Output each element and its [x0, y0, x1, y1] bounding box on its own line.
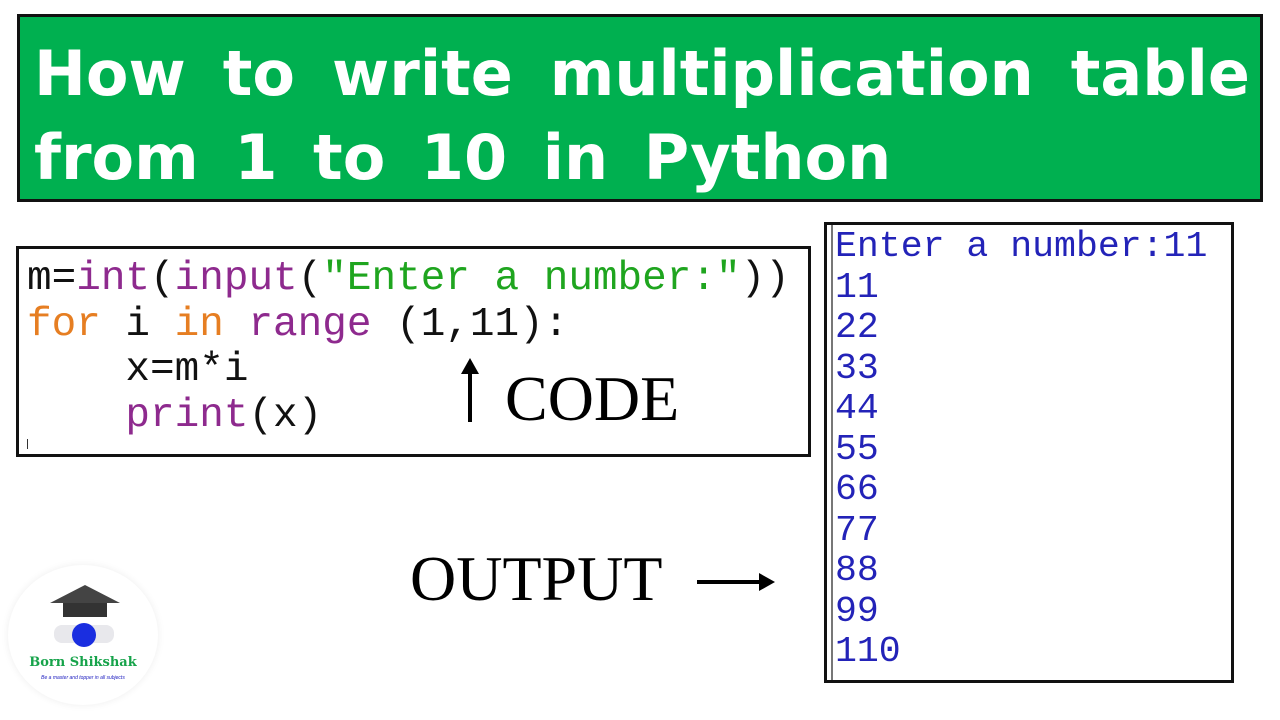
code-token [27, 393, 125, 439]
graduation-cap-base [63, 603, 107, 617]
title-word: table [1070, 37, 1250, 110]
output-line: 99 [835, 590, 879, 632]
output-line: Enter a number:11 [835, 226, 1208, 267]
arrow-up-icon [461, 358, 479, 422]
output-line: 11 [835, 266, 879, 308]
code-token: i [100, 301, 175, 348]
code-line: x=m*i [27, 347, 790, 394]
code-token: in [174, 301, 224, 348]
logo-tagline: Be a master and topper in all subjects [41, 675, 125, 681]
title-word: multiplication [549, 37, 1034, 110]
text-cursor [27, 439, 28, 449]
code-line: m=int(input("Enter a number:")) [27, 256, 790, 303]
code-token: for [27, 301, 101, 348]
title-word: to [222, 37, 295, 110]
code-token: m= [27, 256, 77, 302]
arrow-right-icon [697, 573, 775, 591]
code-token: x=m*i [27, 347, 249, 393]
output-line: 77 [835, 509, 879, 551]
code-token: ( [297, 256, 323, 302]
code-token: (1,11): [371, 301, 569, 348]
output-line: 66 [835, 469, 879, 510]
code-token: int [76, 256, 151, 302]
output-label: OUTPUT [410, 543, 663, 614]
code-token: ( [150, 256, 175, 302]
code-token: )) [740, 256, 790, 302]
output-line: 33 [835, 347, 879, 389]
code-label: CODE [505, 363, 680, 434]
output-line: 110 [835, 631, 901, 672]
code-line: print(x) [27, 392, 790, 440]
output-margin-line [831, 225, 833, 680]
output-line: 55 [835, 428, 879, 470]
seal-icon [72, 623, 96, 647]
code-token [224, 302, 249, 348]
output-line: 22 [835, 307, 879, 348]
output-line: 88 [835, 550, 879, 591]
code-token: (x) [248, 392, 323, 439]
code-token: input [174, 256, 298, 302]
title-word: How [34, 37, 186, 110]
code-line: for i in range (1,11): [27, 301, 790, 349]
title-word: write [332, 37, 513, 110]
graduation-cap-icon [50, 585, 120, 603]
code-token: print [125, 392, 249, 439]
logo: Born Shikshak Be a master and topper in … [8, 565, 158, 705]
logo-name: Born Shikshak [29, 655, 137, 670]
title-line-2: from 1 to 10 in Python [34, 121, 892, 194]
code-token: range [248, 301, 372, 348]
code-token: "Enter a number:" [322, 256, 741, 302]
code-text: m=int(input("Enter a number:"))for i in … [27, 256, 790, 440]
code-panel: m=int(input("Enter a number:"))for i in … [16, 246, 811, 457]
output-line: 44 [835, 388, 879, 429]
